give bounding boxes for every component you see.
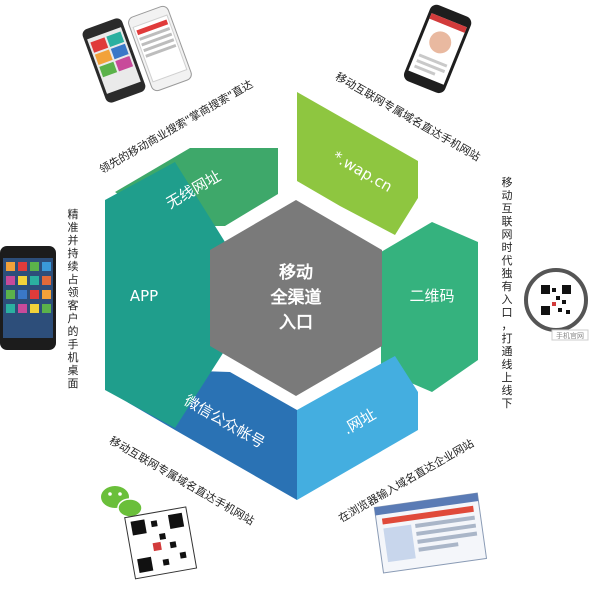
caption-left: 精准并持续占领客户的手机桌面 <box>68 208 79 390</box>
center-line-1: 移动 <box>279 262 313 283</box>
cap-right-text: 移动互联网时代独有入口，打通线上线下 <box>502 176 513 410</box>
qr-magnifier-image: 手机官网 <box>524 268 589 341</box>
wechat-logo <box>101 486 143 518</box>
qr-caption: 手机官网 <box>556 331 584 340</box>
label-qr-code: 二维码 <box>409 287 454 305</box>
caption-right: 移动互联网时代独有入口，打通线上线下 <box>502 176 513 410</box>
arrow-up-left <box>166 122 180 136</box>
phone-image-left <box>0 246 56 350</box>
segment-url <box>297 356 418 500</box>
center-line-2: 全渠道 <box>270 287 322 308</box>
segment-qr-code <box>381 222 478 392</box>
segment-app <box>105 162 225 428</box>
wechat-qr-image <box>124 506 198 580</box>
arrow-down-left <box>166 460 180 474</box>
label-app: APP <box>130 287 158 305</box>
arrow-up-right <box>425 122 439 136</box>
browser-image <box>373 492 488 574</box>
phone-image-top-left <box>82 5 192 103</box>
segment-wap-cn <box>297 92 418 235</box>
arrow-left <box>95 290 103 306</box>
arrow-right <box>486 290 494 306</box>
center-line-3: 入口 <box>279 313 313 333</box>
center-hexagon <box>210 200 382 396</box>
cap-left-text: 精准并持续占领客户的手机桌面 <box>68 208 79 390</box>
arrow-down-right <box>425 460 439 474</box>
phone-image-top-right <box>403 4 472 94</box>
